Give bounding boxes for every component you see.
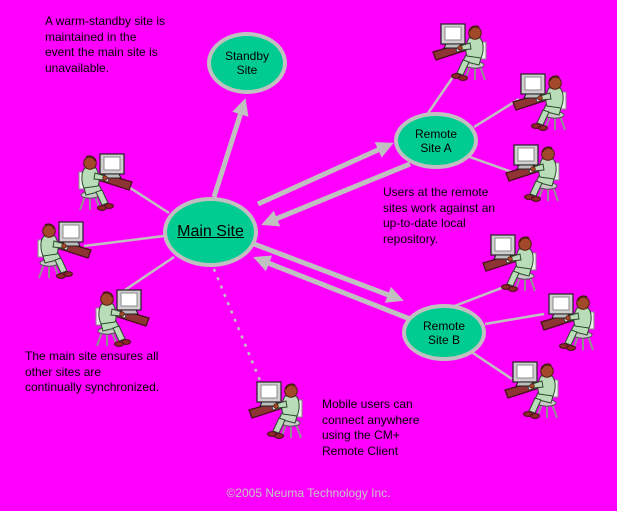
arrow-remote-b-to-main — [253, 255, 411, 322]
user-at-computer-icon — [540, 293, 595, 352]
annotation-main-sync: The main site ensures all other sites ar… — [25, 349, 160, 394]
connector-remote-b-user-3 — [469, 349, 513, 381]
annotation-warm-standby: A warm-standby site is maintained in the… — [45, 14, 166, 75]
arrow-remote-a-to-main — [261, 161, 411, 227]
annotation-mobile-users: Mobile users can connect anywhere using … — [322, 397, 420, 458]
connector-remote-a-user-2 — [473, 97, 520, 129]
connector-main-user-2 — [83, 234, 165, 248]
user-at-computer-icon — [248, 381, 303, 440]
connector-remote-b-user-2 — [484, 312, 545, 326]
node-remote-site-b-label-line1: Remote — [422, 318, 466, 333]
node-standby-site-label-line1: Standby — [224, 49, 270, 63]
node-main-site: Main Site — [163, 197, 258, 267]
node-remote-site-a-label-line2: Site A — [420, 140, 452, 155]
dotted-connector-main-to-mobile-user — [212, 268, 263, 384]
node-remote-site-b: Remote Site B — [402, 304, 486, 361]
user-at-computer-icon — [37, 221, 92, 280]
annotation-remote-users: Users at the remote sites work against a… — [383, 185, 496, 246]
node-remote-site-a-label-line1: Remote — [414, 126, 458, 141]
arrow-main-to-standby — [211, 98, 249, 198]
user-at-computer-icon — [432, 23, 487, 82]
user-at-computer-icon — [504, 361, 559, 420]
connector-main-user-3 — [121, 255, 175, 294]
connector-remote-a-user-1 — [422, 73, 457, 120]
user-at-computer-icon — [512, 73, 567, 132]
connector-remote-a-user-3 — [466, 154, 513, 174]
user-at-computer-icon — [78, 153, 133, 212]
copyright-text: ©2005 Neuma Technology Inc. — [226, 486, 391, 500]
node-standby-site: Standby Site — [207, 32, 287, 94]
user-at-computer-icon — [95, 289, 150, 348]
node-standby-site-label-line2: Site — [236, 63, 258, 77]
arrow-main-to-remote-b — [253, 241, 404, 303]
node-main-site-label: Main Site — [177, 223, 244, 240]
node-remote-site-a: Remote Site A — [394, 112, 478, 169]
arrow-main-to-remote-a — [256, 142, 394, 207]
node-remote-site-b-label-line2: Site B — [427, 332, 460, 347]
user-at-computer-icon — [505, 144, 560, 203]
